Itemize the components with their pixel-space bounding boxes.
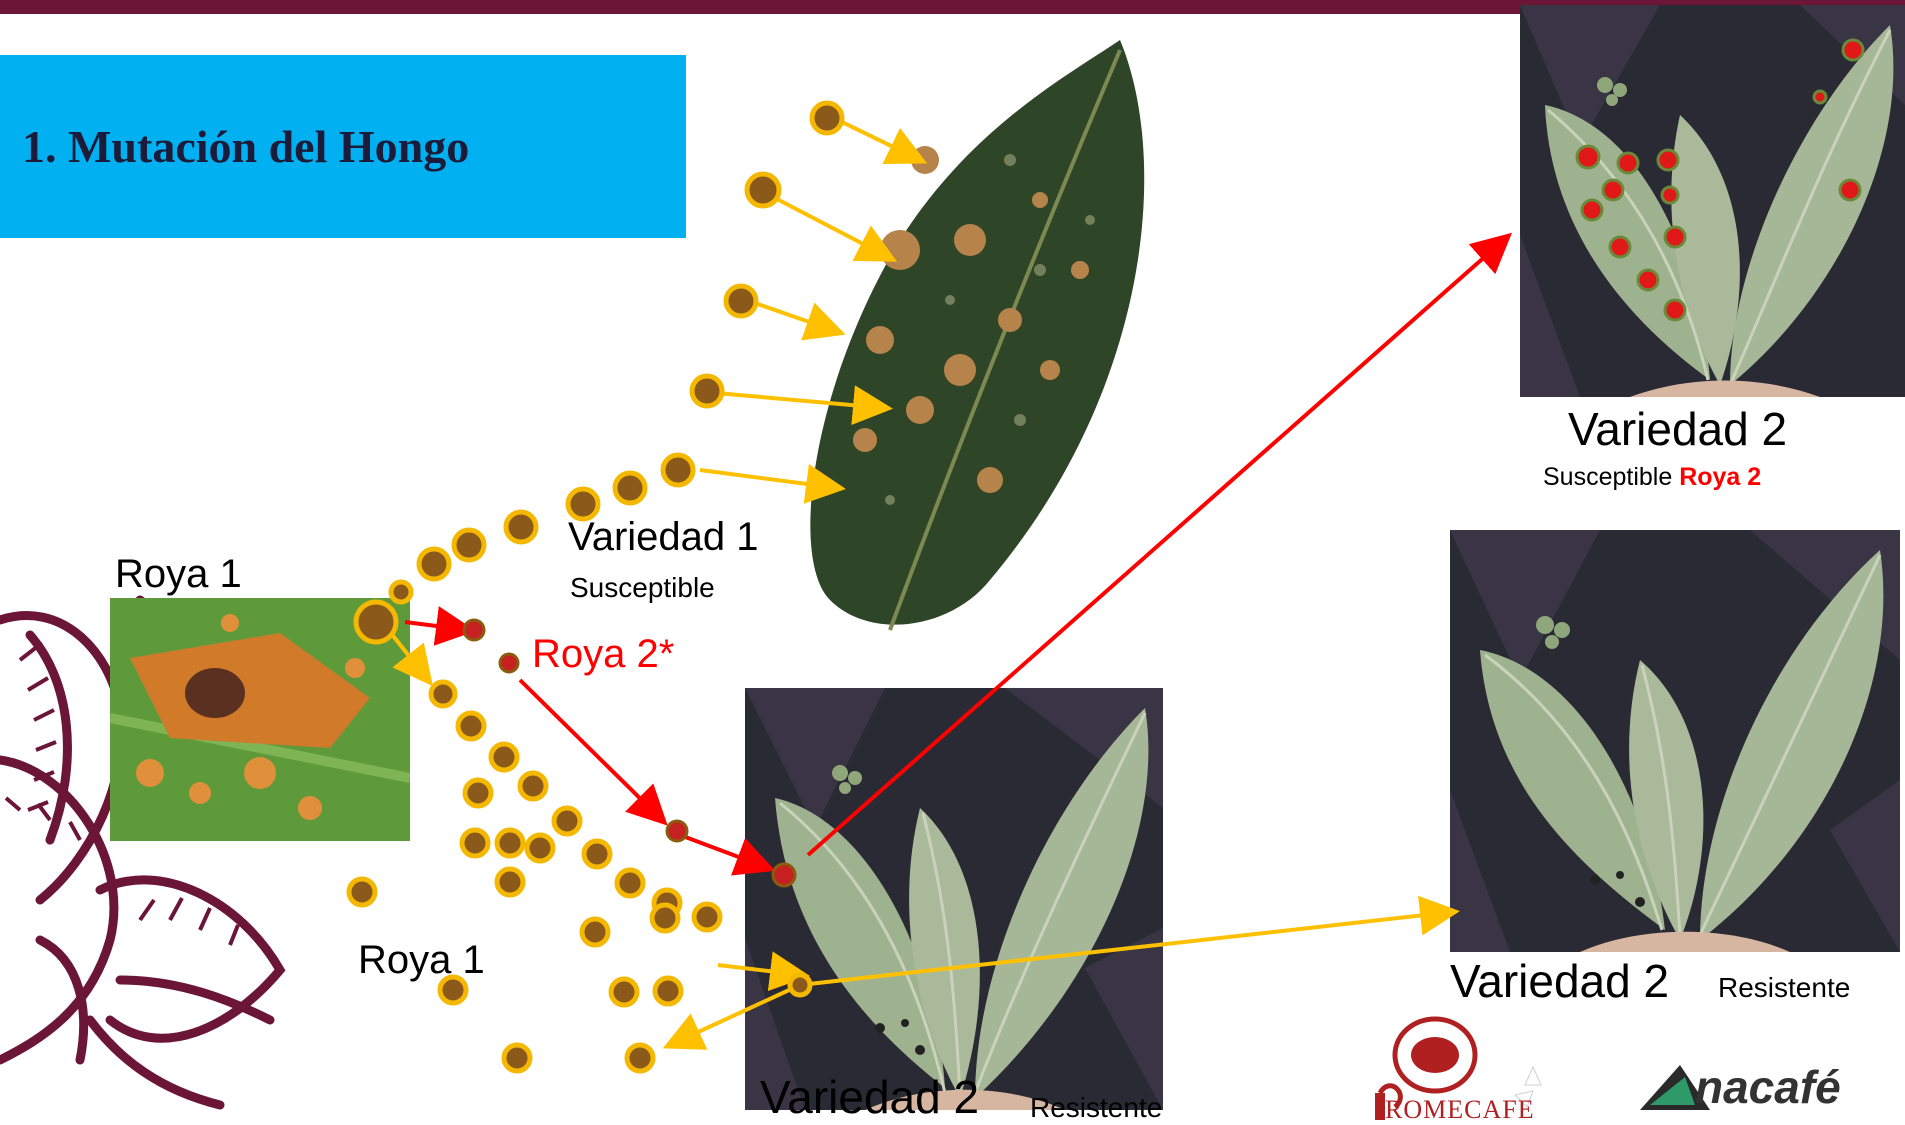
promecafe-logo: ROMECAFE [1375, 1015, 1575, 1120]
rust-spore-icon [582, 919, 608, 945]
rust-spore-icon [554, 808, 580, 834]
promecafe-logo-text: ROMECAFE [1385, 1095, 1535, 1125]
rust-spore-icon [391, 582, 411, 602]
variedad1-sub-label: Susceptible [570, 572, 715, 604]
rust-spore-icon [726, 286, 756, 316]
rust-spore-icon [356, 602, 396, 642]
rust-spore-icon [655, 978, 681, 1004]
rust-spore-icon [497, 869, 523, 895]
rust-spore-icon [692, 376, 722, 406]
mutant-spore-icon [773, 864, 795, 886]
roya1-top-label: Roya 1 [115, 552, 242, 597]
top-right-sub-label: Susceptible Roya 2 [1543, 463, 1761, 492]
rust-spore-icon [520, 773, 546, 799]
rust-spore-icon [497, 830, 523, 856]
rust-spore-icon [462, 830, 488, 856]
center-variedad2-label: Variedad 2 [760, 1070, 979, 1124]
rust-spore-icon [663, 455, 693, 485]
bottom-right-variedad2-label: Variedad 2 [1450, 954, 1669, 1008]
rust-spore-icon [627, 1045, 653, 1071]
rust-spore-icon [812, 103, 842, 133]
rust-spore-icon [491, 744, 517, 770]
susceptible-text: Susceptible [1543, 463, 1672, 491]
rust-spore-icon [747, 174, 779, 206]
roya2-highlight-text: Roya 2 [1679, 463, 1761, 491]
rust-spore-icon [419, 549, 449, 579]
rust-spore-icon [454, 530, 484, 560]
rust-spore-icon [458, 713, 484, 739]
rust-spore-icon [465, 780, 491, 806]
center-resistente-label: Resistente [1030, 1092, 1162, 1124]
rust-spore-icon [349, 879, 375, 905]
rust-spore-icon [611, 979, 637, 1005]
rust-spore-icon [584, 841, 610, 867]
rust-spore-icon [527, 835, 553, 861]
rust-spore-icon [431, 682, 455, 706]
mutant-spore-icon [464, 620, 484, 640]
mutant-spore-icon [500, 654, 518, 672]
top-right-variedad2-label: Variedad 2 [1568, 402, 1787, 456]
mutant-spore-icon [667, 821, 687, 841]
roya2-label: Roya 2* [532, 632, 674, 677]
anacafe-logo-text: nacafé [1695, 1060, 1841, 1114]
rust-spore-icon [652, 905, 678, 931]
rust-spore-icon [504, 1045, 530, 1071]
variedad1-label: Variedad 1 [568, 515, 759, 560]
rust-spore-icon [790, 975, 810, 995]
anacafe-logo: nacafé [1640, 1060, 1900, 1120]
bottom-right-resistente-label: Resistente [1718, 972, 1850, 1004]
rust-spore-icon [617, 870, 643, 896]
rust-spore-icon [506, 512, 536, 542]
rust-spore-icon [694, 904, 720, 930]
rust-spore-icon [615, 473, 645, 503]
roya1-bottom-label: Roya 1 [358, 938, 485, 983]
